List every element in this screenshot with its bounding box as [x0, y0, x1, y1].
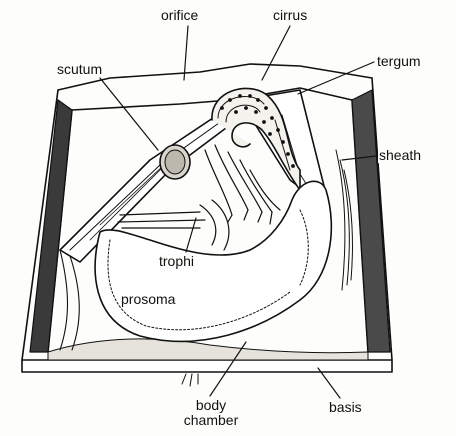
label-cirrus: cirrus [272, 8, 308, 23]
base-rootlets [182, 374, 198, 386]
adductor-muscle [160, 145, 190, 179]
label-trophi: trophi [158, 254, 195, 269]
label-body-chamber: body chamber [178, 398, 244, 428]
label-body-chamber-line1: body [179, 398, 243, 413]
label-tergum: tergum [376, 54, 422, 69]
label-prosoma: prosoma [120, 292, 176, 307]
label-body-chamber-line2: chamber [179, 413, 243, 428]
cirri-legs [205, 145, 280, 224]
label-orifice: orifice [160, 8, 199, 23]
peduncle [60, 250, 79, 350]
label-scutum: scutum [56, 62, 103, 77]
label-basis: basis [328, 400, 363, 415]
label-sheath: sheath [378, 148, 422, 163]
